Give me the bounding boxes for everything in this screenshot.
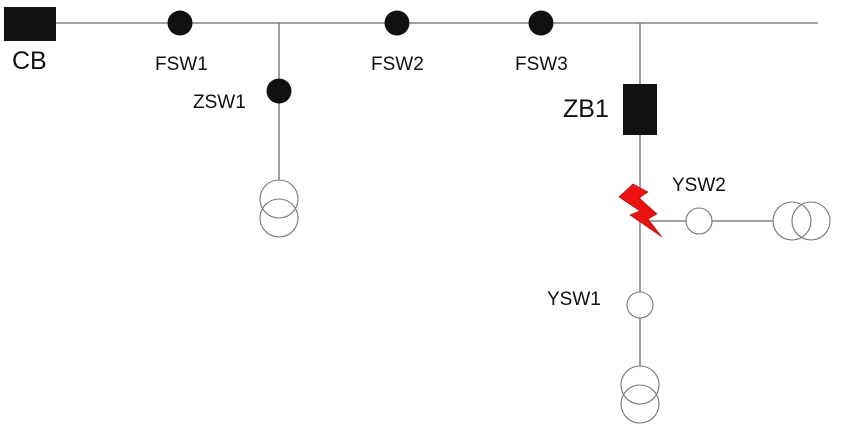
label-ysw2: YSW2 xyxy=(672,175,726,196)
label-fsw1: FSW1 xyxy=(155,54,208,75)
label-zb1: ZB1 xyxy=(563,95,609,123)
transformer-icon xyxy=(772,201,831,241)
switch-zsw1 xyxy=(266,78,292,104)
switch-fsw3 xyxy=(528,10,554,36)
label-zsw1: ZSW1 xyxy=(193,92,246,113)
label-ysw1: YSW1 xyxy=(547,289,601,310)
transformer-icon xyxy=(620,365,660,424)
circuit-breaker-cb xyxy=(4,7,56,41)
transformer-icon xyxy=(259,179,299,238)
lightning-bolt-icon xyxy=(618,183,663,238)
switch-ysw1 xyxy=(626,291,654,319)
switch-fsw1 xyxy=(167,10,193,36)
switch-fsw2 xyxy=(384,10,410,36)
label-fsw2: FSW2 xyxy=(371,54,424,75)
switch-ysw2 xyxy=(685,207,713,235)
breaker-zb1 xyxy=(623,84,657,135)
label-fsw3: FSW3 xyxy=(515,54,568,75)
label-cb: CB xyxy=(12,47,47,75)
